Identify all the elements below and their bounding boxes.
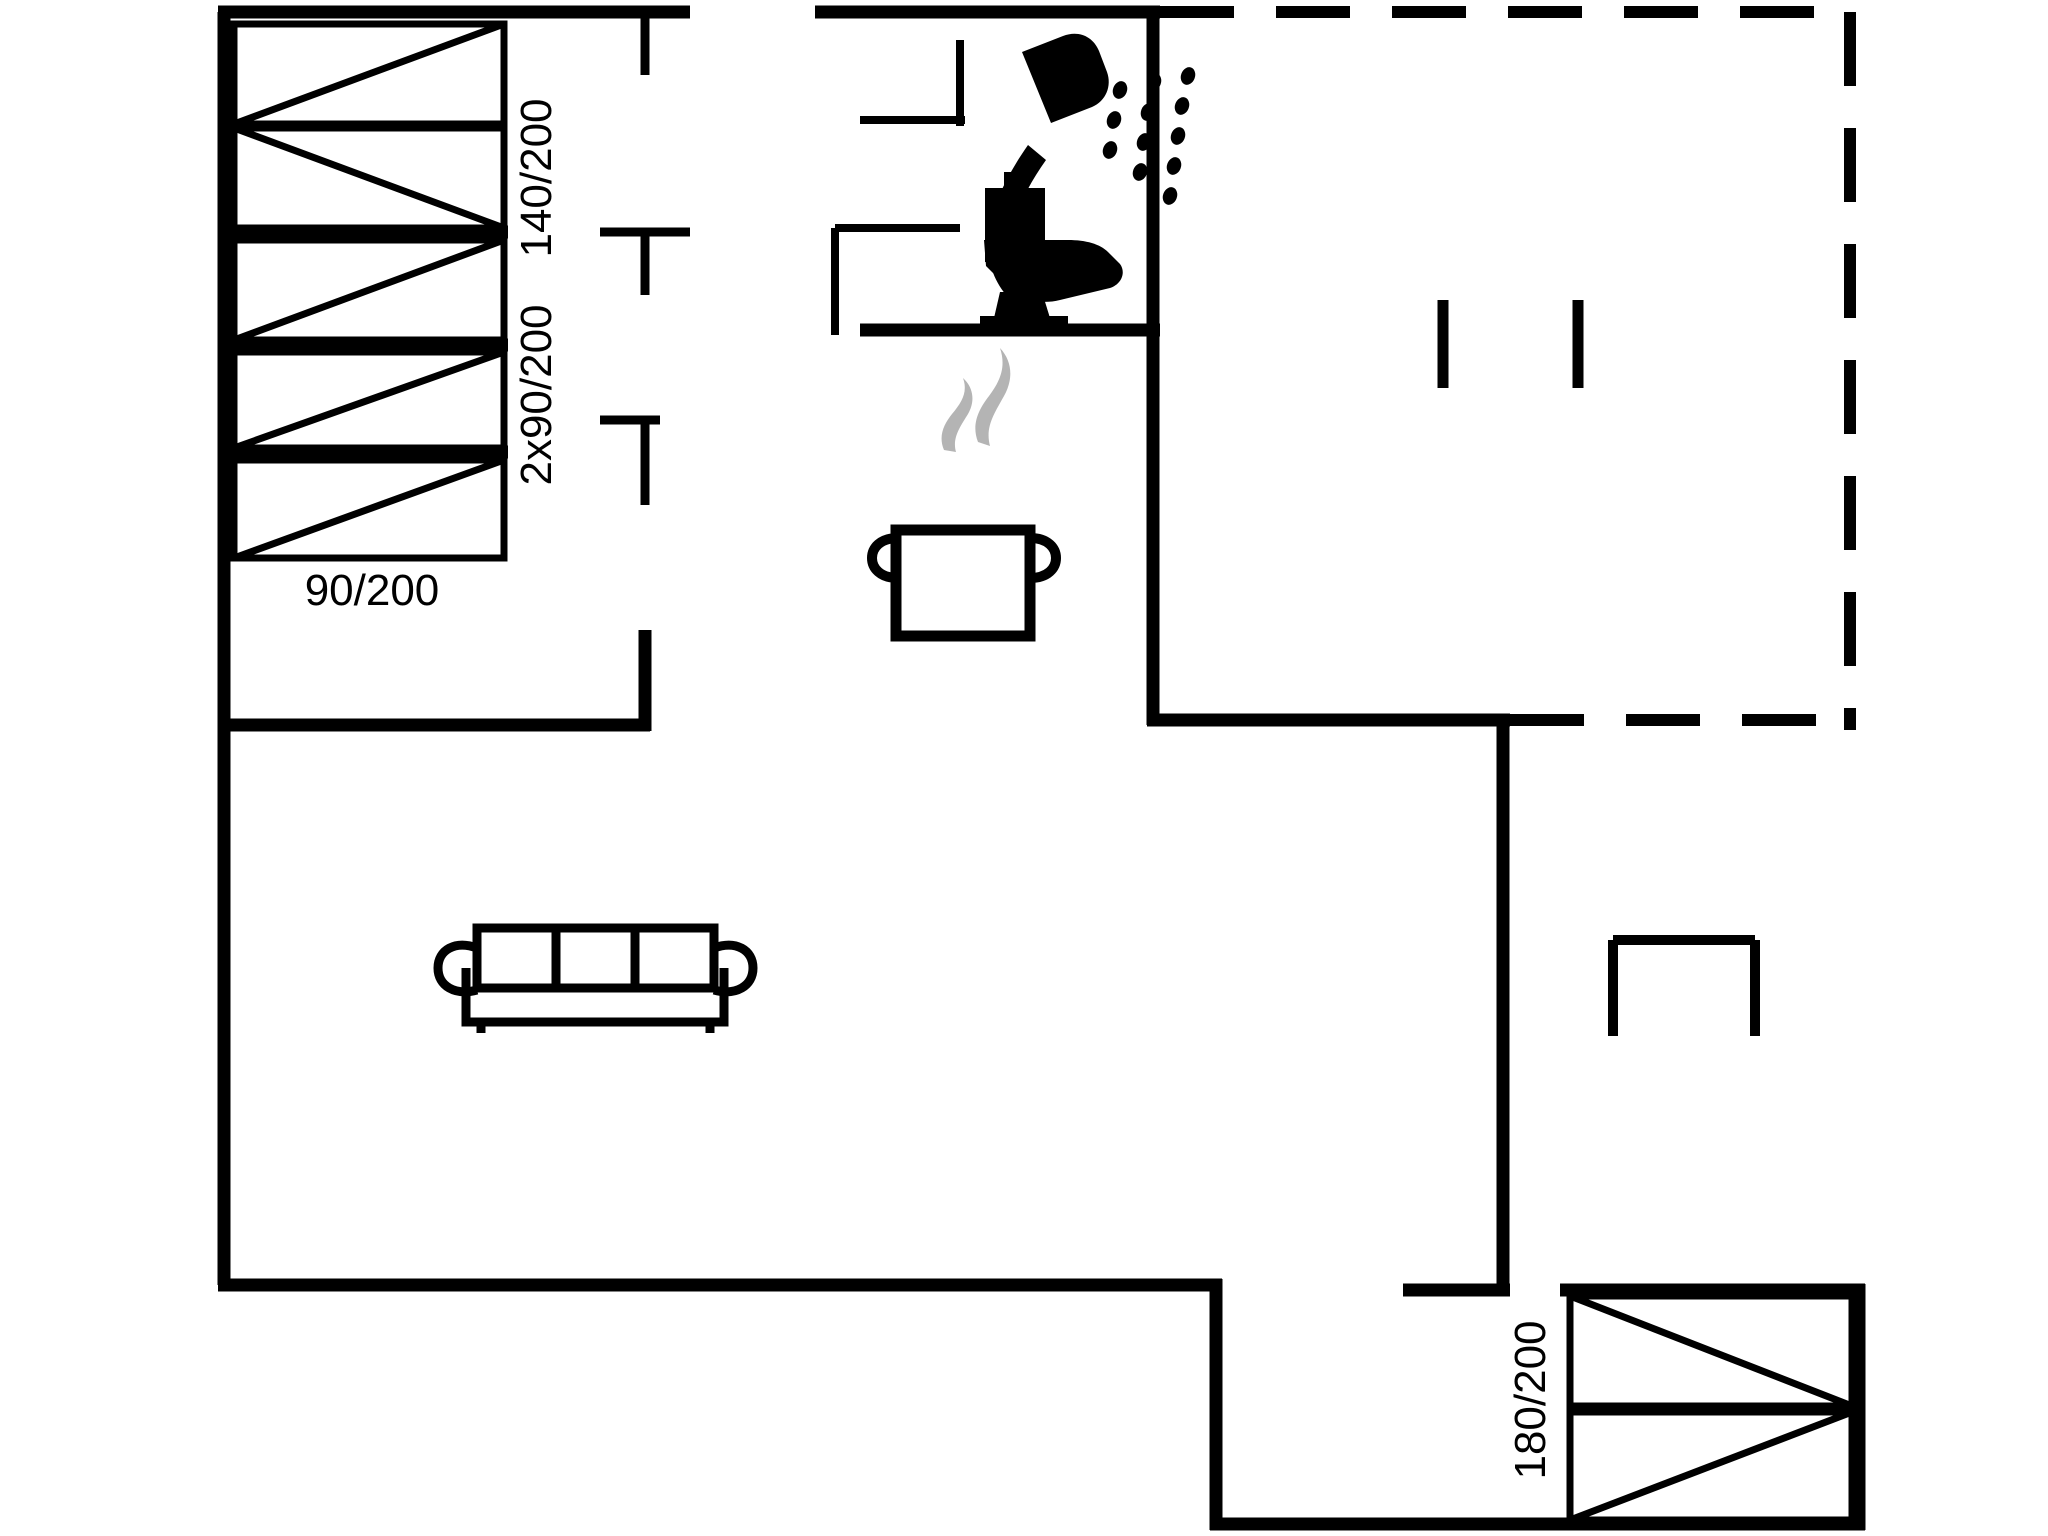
bed-2x90-200-lower-diagonal — [232, 348, 506, 452]
bed-180-200-upper-diagonal — [1568, 1292, 1854, 1410]
bed-180-200-lower — [1566, 1408, 1856, 1524]
bed-group-180-200 — [1566, 1292, 1856, 1524]
toilet-base — [980, 316, 1068, 330]
bed-group-140-200 — [230, 20, 508, 232]
bed-group-90-200 — [230, 456, 508, 562]
shower-droplets — [1102, 67, 1196, 205]
label-bed-2x90-200: 2x90/200 — [512, 304, 561, 485]
label-bed-140-200: 140/200 — [512, 98, 561, 257]
wardrobe-outline — [1608, 935, 1760, 1036]
wardrobe-icon — [1608, 935, 1760, 1036]
sofa-backrest — [472, 923, 719, 993]
door-opening-markers — [600, 12, 690, 700]
sofa-seat — [461, 968, 729, 1027]
structural-walls — [217, 5, 1866, 1531]
toilet-flush-button — [1004, 172, 1026, 188]
terrace-post-icon — [1437, 300, 1584, 388]
bed-140-200-upper-diagonal — [232, 20, 506, 128]
bed-140-200-lower-diagonal — [232, 124, 506, 232]
thin-walls — [831, 40, 965, 335]
shower-head — [1022, 33, 1109, 124]
terrace-outline — [1160, 6, 1856, 730]
pot-body — [890, 524, 1036, 642]
bed-180-200-lower-diagonal — [1568, 1408, 1854, 1524]
sofa-arm-left — [433, 940, 479, 997]
toilet-pedestal — [994, 292, 1050, 318]
toilet-icon — [980, 172, 1123, 330]
toilet-bowl — [984, 240, 1123, 302]
bed-2x90-200-upper-diagonal — [232, 236, 506, 344]
cooking-pot-icon — [866, 348, 1062, 642]
label-bed-90-200: 90/200 — [305, 566, 440, 615]
pot-handle-right — [1029, 533, 1062, 583]
pot-handle-left — [866, 533, 899, 583]
bed-90-200-diagonal — [232, 456, 506, 562]
label-bed-180-200: 180/200 — [1506, 1320, 1555, 1479]
steam-icon — [941, 348, 1011, 452]
sofa-arm-right — [712, 940, 758, 997]
sofa-icon — [433, 923, 758, 1033]
bed-180-200-upper — [1566, 1292, 1856, 1410]
